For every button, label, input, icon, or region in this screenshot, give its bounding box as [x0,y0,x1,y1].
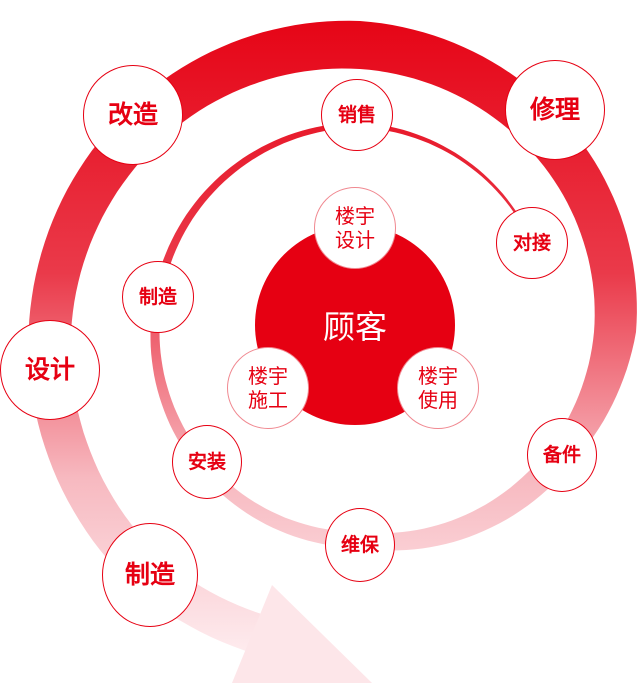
outer-node-renovation: 改造 [83,65,183,165]
node-label: 使用 [418,388,458,412]
node-label: 楼宇 [248,364,288,388]
inner-node-manufacture: 制造 [122,261,194,333]
node-label: 设计 [335,228,375,252]
inner-node-sales: 销售 [321,79,393,151]
outer-node-spare-parts: 备件 [527,418,597,492]
inner-node-docking: 对接 [496,207,568,279]
outer-node-design: 设计 [0,320,100,420]
outer-node-repair: 修理 [505,60,605,160]
inner-node-maintenance: 维保 [325,508,395,582]
building-construction-node: 楼宇施工 [227,347,309,429]
inner-node-installation: 安装 [172,425,242,499]
building-use-node: 楼宇使用 [397,347,479,429]
node-label: 施工 [248,388,288,412]
node-label: 楼宇 [418,364,458,388]
node-label: 楼宇 [335,204,375,228]
arrow-head [232,585,372,683]
building-design-node: 楼宇设计 [314,187,396,269]
core-label: 顾客 [322,308,387,346]
outer-node-manufacture: 制造 [102,523,198,627]
